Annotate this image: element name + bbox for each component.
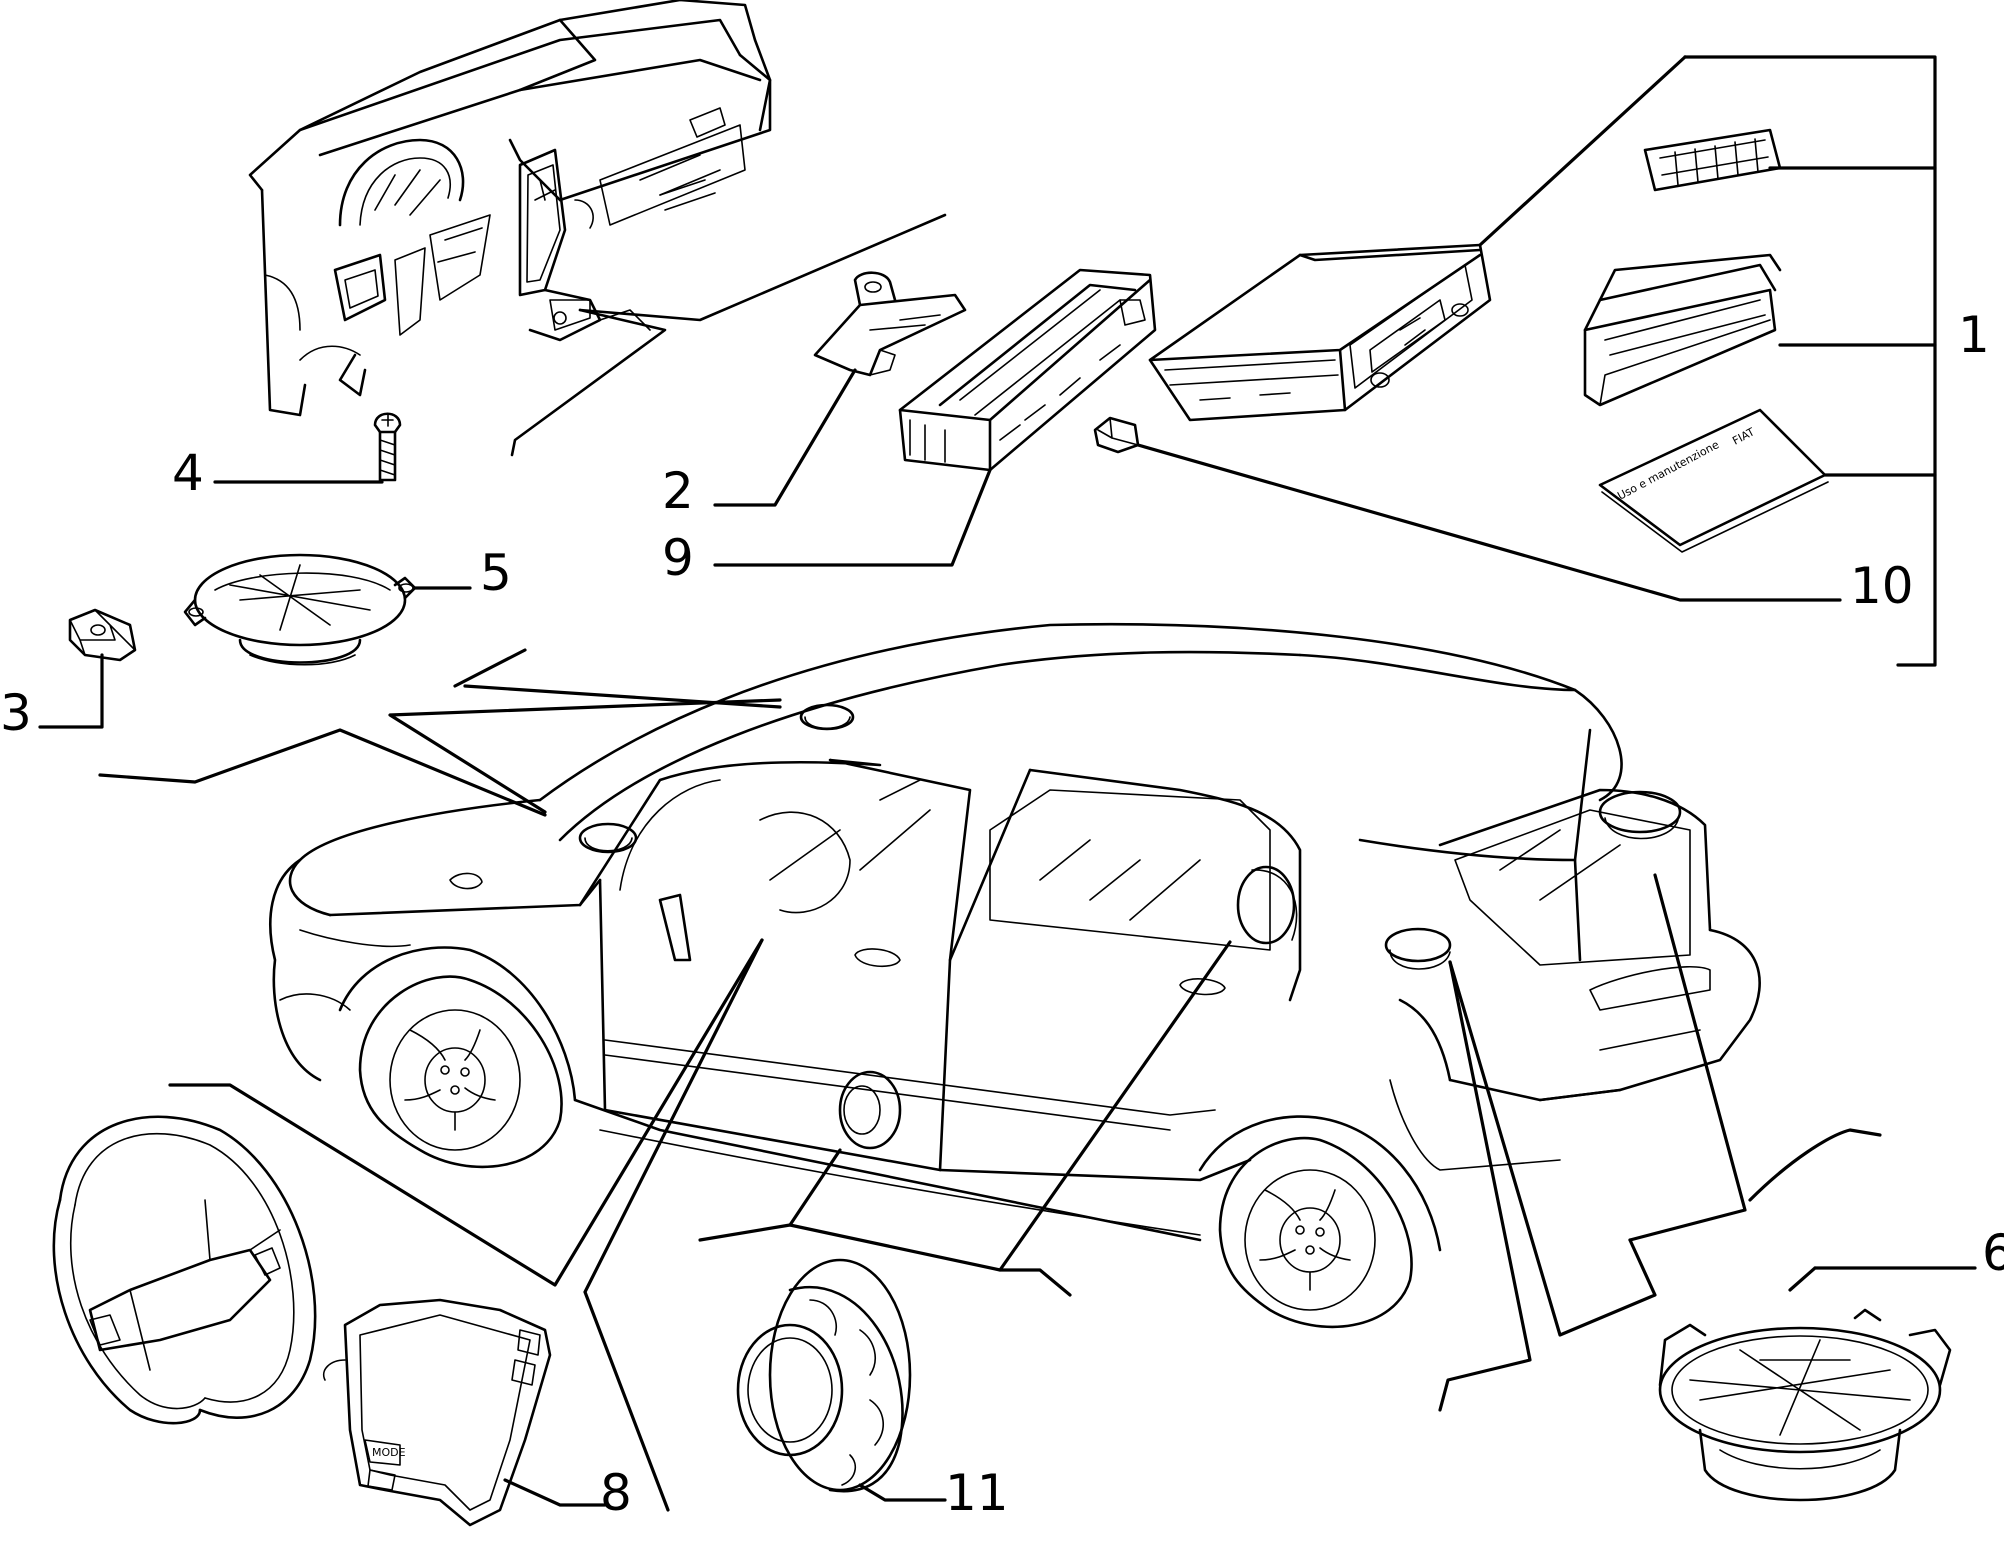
callout-10: 10 (1850, 557, 1914, 615)
steering-wheel (52, 1115, 317, 1425)
callout-9: 9 (662, 529, 694, 587)
radio-housing-part-9 (898, 268, 1157, 472)
car-illustration (269, 622, 1761, 1329)
callout-6: 6 (1982, 1224, 2004, 1282)
callout-1: 1 (1958, 306, 1990, 364)
cassette-case (1583, 253, 1782, 407)
radio-unit-part-1 (1148, 243, 1492, 422)
callout-11: 11 (945, 1464, 1009, 1522)
leader-lines (38, 55, 1977, 1512)
callout-5: 5 (480, 544, 512, 602)
screw-part-4 (373, 412, 402, 482)
bracket-part-2 (813, 271, 967, 377)
callout-2: 2 (662, 462, 694, 520)
rear-speaker-part-6 (1658, 1308, 1952, 1502)
connector-part-10 (1093, 416, 1140, 454)
airbag-mode-label: MODE (372, 1446, 406, 1459)
callout-3: 3 (0, 684, 32, 742)
manual-booklet: Uso e manutenzione FIAT (1598, 408, 1829, 553)
callout-numbers: 1 2 3 4 5 6 8 9 10 11 (0, 306, 2004, 1522)
callout-8: 8 (600, 1464, 632, 1522)
booklet-brand: FIAT (1730, 425, 1757, 447)
dashboard-illustration (248, 0, 947, 457)
callout-4: 4 (172, 444, 204, 502)
door-speaker-part-11 (736, 1258, 912, 1493)
clip-part-3 (68, 608, 137, 662)
airbag-cover-part-8: MODE (323, 1298, 552, 1527)
speaker-part-5 (183, 553, 417, 666)
code-card (1643, 128, 1782, 192)
